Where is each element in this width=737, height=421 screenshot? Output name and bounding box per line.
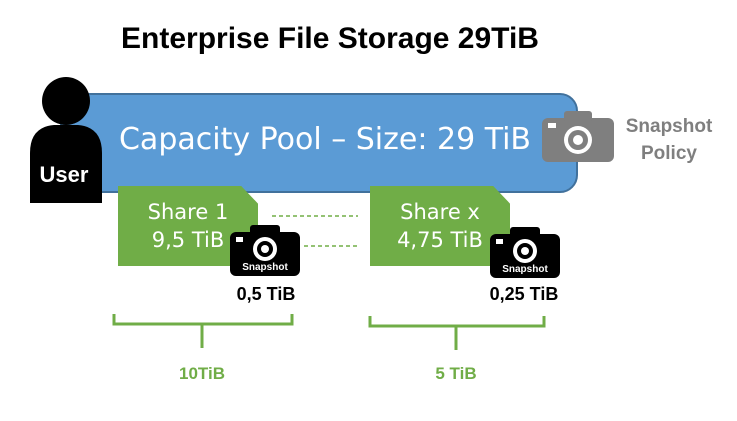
share-1-name: Share 1 (147, 200, 229, 224)
share-x-snapshot-size: 0,25 TiB (489, 284, 559, 304)
share-x-size: 4,75 TiB (397, 228, 483, 252)
capacity-pool-bar (60, 93, 578, 193)
share-1-total-brace (112, 314, 294, 348)
share-1-snapshot-camera-icon (230, 225, 300, 276)
share-1-size: 9,5 TiB (151, 228, 225, 252)
capacity-pool-label: Capacity Pool – Size: 29 TiB (118, 122, 532, 157)
share-1-total-label: 10TiB (179, 364, 225, 383)
user-icon (30, 77, 102, 203)
snapshot-policy-camera-icon (542, 111, 614, 162)
share-x-snapshot-badge: Snapshot (502, 264, 548, 275)
share-1-snapshot-size: 0,5 TiB (236, 284, 296, 304)
share-x-box: Share x 4,75 TiB (370, 186, 510, 266)
share-x-name: Share x (400, 200, 480, 224)
user-label: User (39, 162, 89, 187)
share-1-snapshot-badge: Snapshot (242, 262, 288, 273)
share-connector-lines (272, 215, 358, 247)
share-x-total-label: 5 TiB (435, 364, 477, 383)
share-x-total-brace (368, 316, 546, 350)
share-x-snapshot-camera-icon (490, 227, 560, 278)
diagram-title: Enterprise File Storage 29TiB (121, 22, 539, 55)
snapshot-policy-label: Snapshot Policy (625, 116, 713, 164)
